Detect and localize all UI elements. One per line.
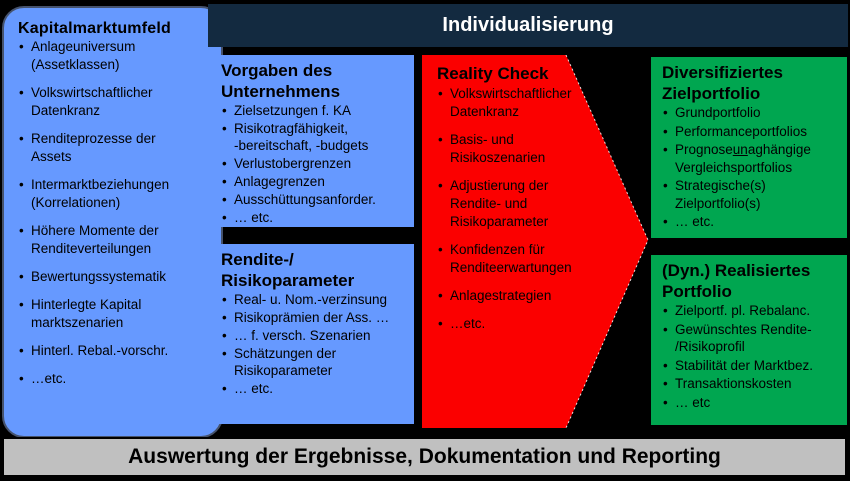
rendite-risikoparameter-title: Rendite-/ Risikoparameter bbox=[221, 250, 355, 290]
rendite-risikoparameter-box: Rendite-/ Risikoparameter Real- u. Nom.-… bbox=[210, 244, 414, 424]
list-item: Hinterl. Rebal.-vorschr. bbox=[18, 342, 213, 360]
footer-bar: Auswertung der Ergebnisse, Dokumentation… bbox=[2, 437, 847, 477]
list-item: Zielsetzungen f. KA bbox=[221, 102, 406, 119]
list-item: Anlagestrategien bbox=[437, 287, 605, 305]
list-item: Verlustobergrenzen bbox=[221, 155, 406, 172]
list-item: Konfidenzen für Renditeerwartungen bbox=[437, 241, 605, 277]
zielportfolio-box: Diversifiziertes Zielportfolio Grundport… bbox=[651, 57, 847, 238]
realisiertes-portfolio-title: (Dyn.) Realisiertes Portfolio bbox=[662, 261, 811, 301]
list-item: Adjustierung der Rendite- und Risikopara… bbox=[437, 177, 605, 231]
list-item: Höhere Momente der Renditeverteilungen bbox=[18, 222, 213, 258]
reality-check-arrow: Reality Check Volkswirtschaftlicher Date… bbox=[422, 55, 652, 428]
individualisierung-header: Individualisierung bbox=[208, 4, 848, 47]
reality-check-title: Reality Check bbox=[437, 64, 549, 83]
list-item: Real- u. Nom.-verzinsung bbox=[221, 291, 406, 308]
kapitalmarktumfeld-title: Kapitalmarktumfeld bbox=[18, 20, 171, 37]
list-item: Grundportfolio bbox=[662, 104, 839, 122]
kapitalmarktumfeld-panel: Kapitalmarktumfeld Anlageuniversum (Asse… bbox=[2, 6, 223, 438]
list-item: Prognoseunaghängige Vergleichsportfolios bbox=[662, 141, 839, 176]
list-item: Bewertungssystematik bbox=[18, 268, 213, 286]
list-item: Gewünschtes Rendite- /Risikoprofil bbox=[662, 321, 839, 356]
list-item: Anlagegrenzen bbox=[221, 173, 406, 190]
list-item: Basis- und Risikoszenarien bbox=[437, 131, 605, 167]
realisiertes-portfolio-list: Zielportf. pl. Rebalanc.Gewünschtes Rend… bbox=[662, 302, 839, 411]
reality-check-content: Reality Check Volkswirtschaftlicher Date… bbox=[437, 63, 605, 333]
list-item: Risikoprämien der Ass. … bbox=[221, 309, 406, 326]
footer-title: Auswertung der Ergebnisse, Dokumentation… bbox=[128, 445, 721, 468]
list-item: Performanceportfolios bbox=[662, 123, 839, 141]
list-item: Zielportf. pl. Rebalanc. bbox=[662, 302, 839, 320]
list-item: …etc. bbox=[18, 370, 213, 388]
list-item: Volkswirtschaftlicher Datenkranz bbox=[437, 85, 605, 121]
list-item: Risikotragfähigkeit, -bereitschaft, -bud… bbox=[221, 120, 406, 154]
zielportfolio-title: Diversifiziertes Zielportfolio bbox=[662, 63, 783, 103]
list-item: Strategische(s) Zielportfolio(s) bbox=[662, 177, 839, 212]
reality-check-list: Volkswirtschaftlicher DatenkranzBasis- u… bbox=[437, 85, 605, 333]
vorgaben-title: Vorgaben des Unternehmens bbox=[221, 61, 341, 101]
realisiertes-portfolio-box: (Dyn.) Realisiertes Portfolio Zielportf.… bbox=[651, 255, 847, 425]
list-item: Anlageuniversum (Assetklassen) bbox=[18, 38, 213, 74]
list-item: Schätzungen der Risikoparameter bbox=[221, 345, 406, 379]
list-item: … etc. bbox=[221, 380, 406, 397]
list-item: Hinterlegte Kapital marktszenarien bbox=[18, 296, 213, 332]
list-item: … f. versch. Szenarien bbox=[221, 327, 406, 344]
list-item: … etc bbox=[662, 394, 839, 412]
list-item: Volkswirtschaftlicher Datenkranz bbox=[18, 84, 213, 120]
list-item: … etc. bbox=[662, 213, 839, 231]
list-item: …etc. bbox=[437, 315, 605, 333]
vorgaben-list: Zielsetzungen f. KARisikotragfähigkeit, … bbox=[221, 102, 406, 226]
individualisierung-title: Individualisierung bbox=[442, 14, 614, 36]
zielportfolio-list: GrundportfolioPerformanceportfoliosProgn… bbox=[662, 104, 839, 231]
list-item: Transaktionskosten bbox=[662, 375, 839, 393]
vorgaben-box: Vorgaben des Unternehmens Zielsetzungen … bbox=[210, 55, 414, 227]
list-item: Intermarktbeziehungen (Korrelationen) bbox=[18, 176, 213, 212]
list-item: Ausschüttungsanforder. bbox=[221, 191, 406, 208]
list-item: Renditeprozesse der Assets bbox=[18, 130, 213, 166]
kapitalmarktumfeld-list: Anlageuniversum (Assetklassen) Volkswirts… bbox=[18, 38, 213, 388]
rendite-risikoparameter-list: Real- u. Nom.-verzinsungRisikoprämien de… bbox=[221, 291, 406, 397]
list-item: … etc. bbox=[221, 209, 406, 226]
list-item: Stabilität der Marktbez. bbox=[662, 357, 839, 375]
